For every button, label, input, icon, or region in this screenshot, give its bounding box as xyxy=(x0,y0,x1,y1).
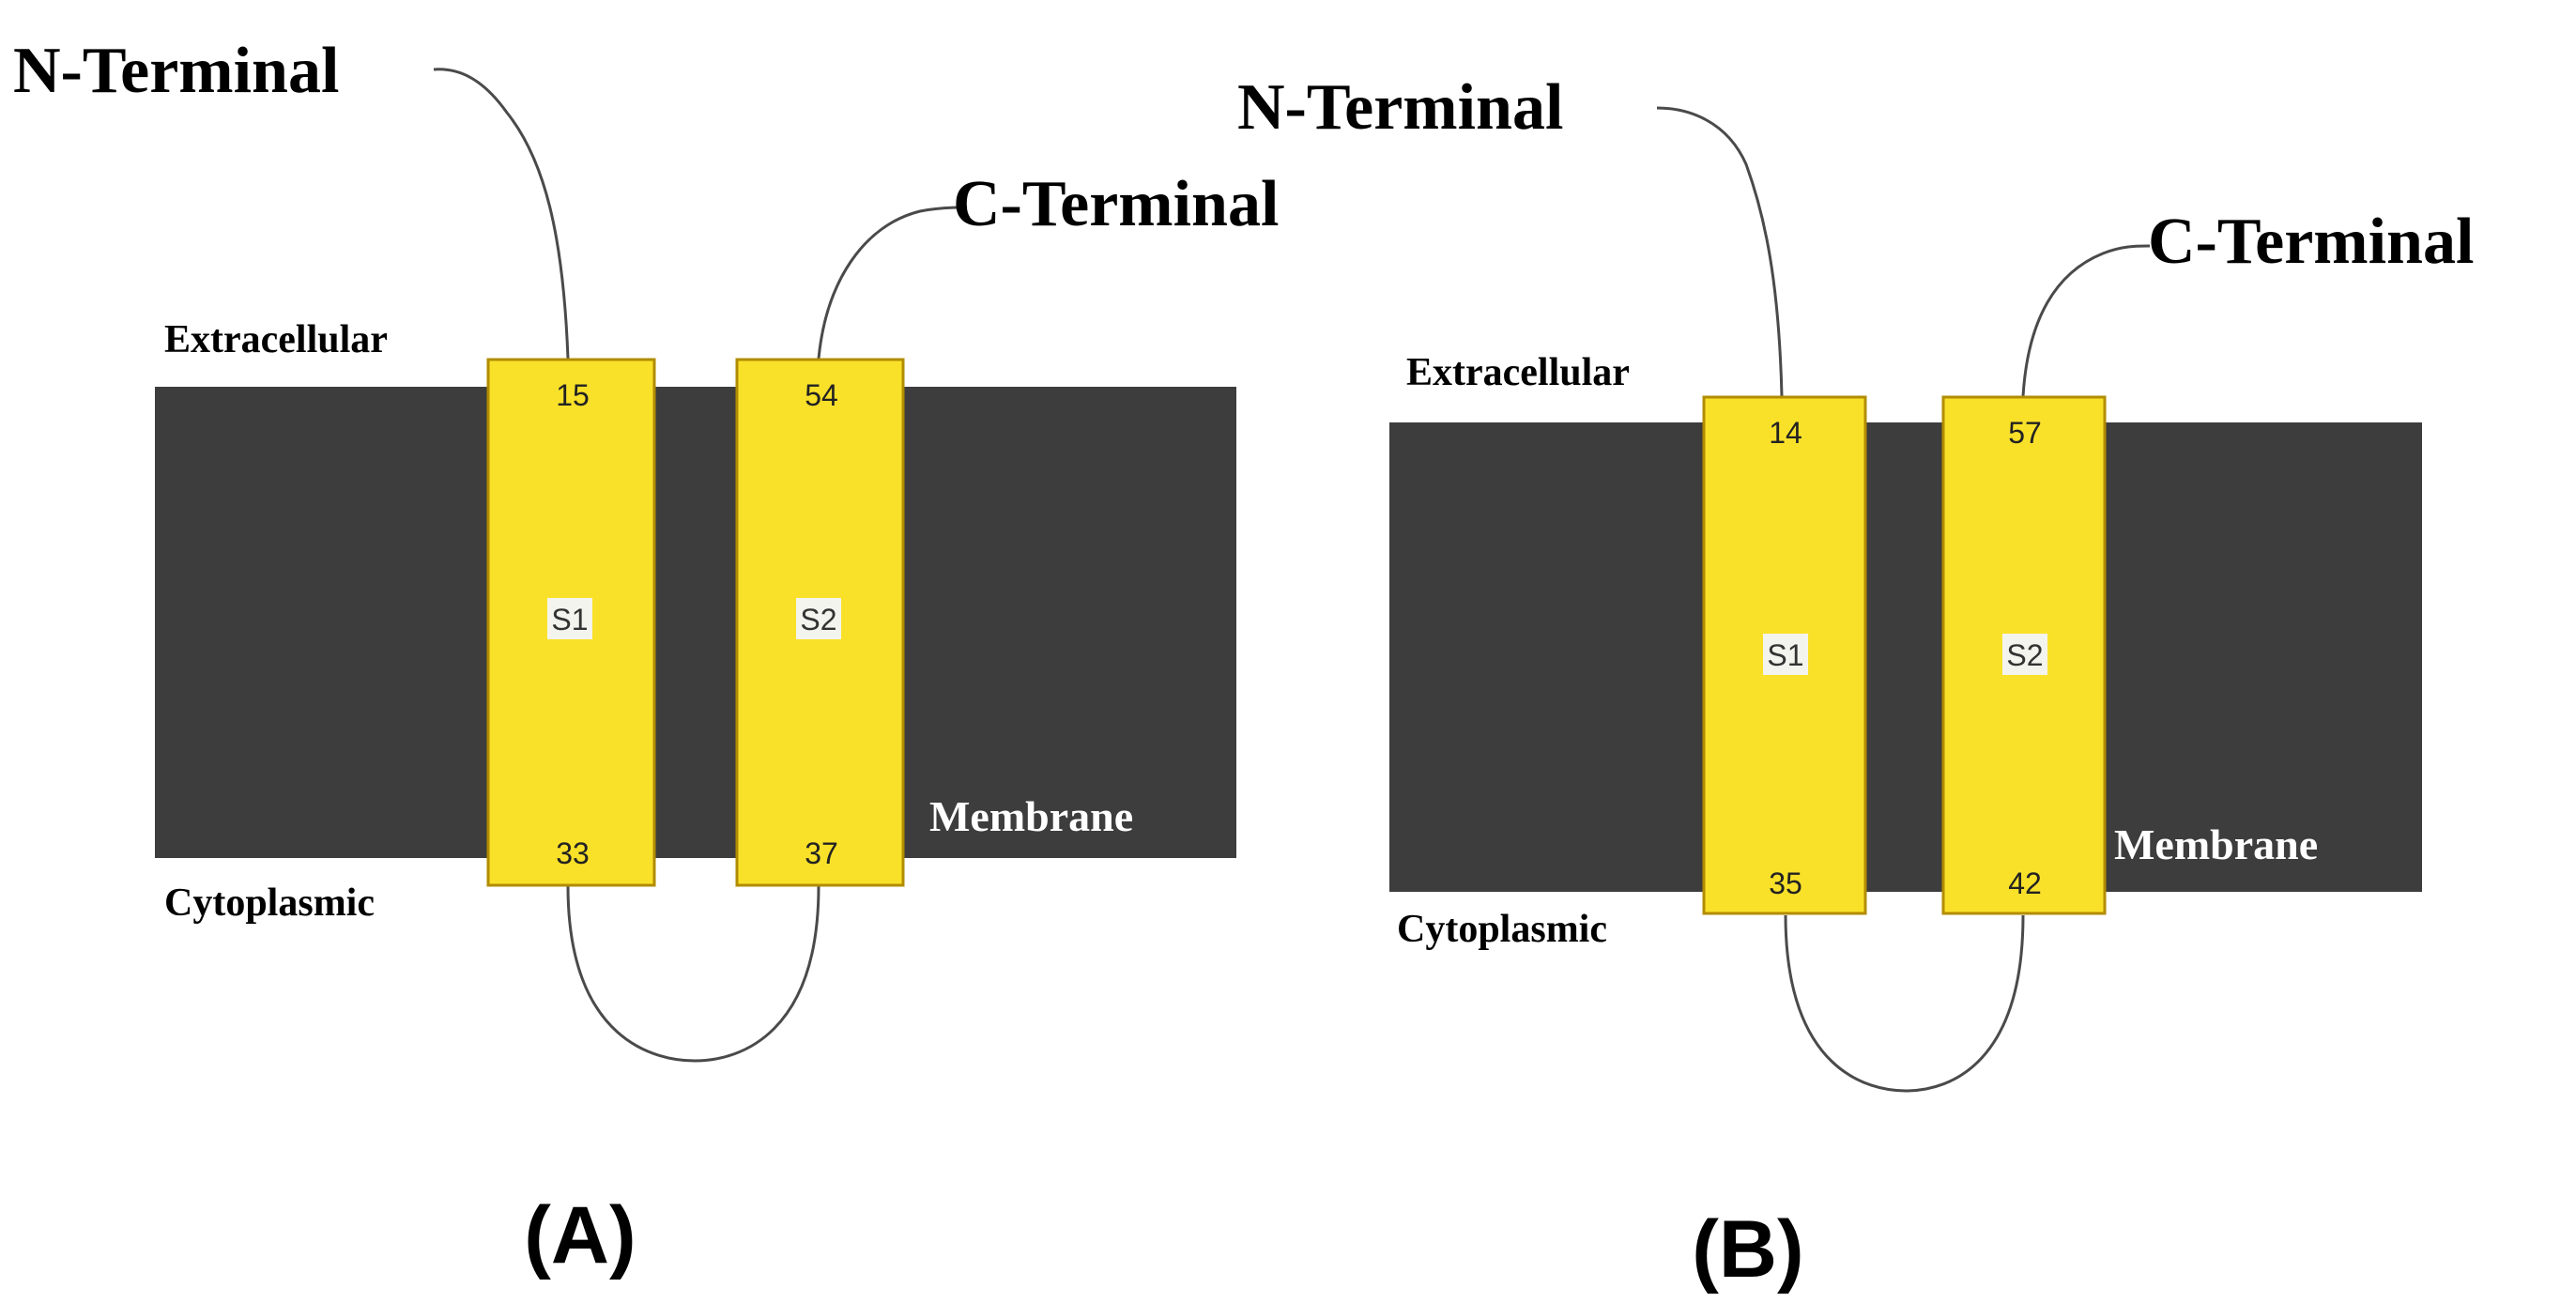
s2-top-residue: 54 xyxy=(805,378,838,412)
c-terminal-tail xyxy=(817,205,968,360)
cytoplasmic-loop xyxy=(566,885,820,1063)
extracellular-label: Extracellular xyxy=(164,318,388,361)
panel-b: S1 S2 14 35 57 42 N-Terminal C-Terminal … xyxy=(1237,71,2474,1295)
membrane-bar xyxy=(155,387,1236,858)
s1-top-residue: 15 xyxy=(556,378,590,412)
c-terminal-label: C-Terminal xyxy=(2148,206,2474,278)
membrane-bar xyxy=(1389,422,2422,892)
s1-bottom-residue: 35 xyxy=(1769,866,1802,900)
segment-s1-label: S1 xyxy=(1767,638,1803,672)
panel-caption: (B) xyxy=(1692,1204,1803,1295)
s2-bottom-residue: 37 xyxy=(805,836,838,870)
membrane-label: Membrane xyxy=(929,792,1133,840)
segment-s1-label: S1 xyxy=(551,603,588,636)
panel-a: S1 S2 15 33 54 37 N-Terminal C-Terminal … xyxy=(13,35,1279,1280)
cytoplasmic-label: Cytoplasmic xyxy=(1397,908,1607,951)
s1-bottom-residue: 33 xyxy=(556,836,590,870)
n-terminal-label: N-Terminal xyxy=(1237,71,1563,144)
n-terminal-label: N-Terminal xyxy=(13,35,339,107)
membrane-label: Membrane xyxy=(2114,820,2318,868)
segment-label-box xyxy=(1763,634,1808,675)
cytoplasmic-loop xyxy=(1784,914,2025,1093)
cytoplasmic-label: Cytoplasmic xyxy=(164,881,375,925)
segment-label-box xyxy=(547,598,592,639)
segment-s2-label: S2 xyxy=(2006,638,2043,672)
segment-label-box xyxy=(2002,634,2047,675)
segment-s2-label: S2 xyxy=(800,603,836,636)
n-terminal-tail xyxy=(433,68,570,360)
panel-caption: (A) xyxy=(524,1190,636,1280)
segment-label-box xyxy=(796,598,841,639)
n-terminal-tail xyxy=(1656,106,1784,397)
extracellular-label: Extracellular xyxy=(1406,351,1630,394)
c-terminal-label: C-Terminal xyxy=(953,168,1279,240)
s2-bottom-residue: 42 xyxy=(2008,866,2042,900)
s2-top-residue: 57 xyxy=(2008,416,2042,450)
c-terminal-tail xyxy=(2021,244,2151,397)
s1-top-residue: 14 xyxy=(1769,416,1802,450)
